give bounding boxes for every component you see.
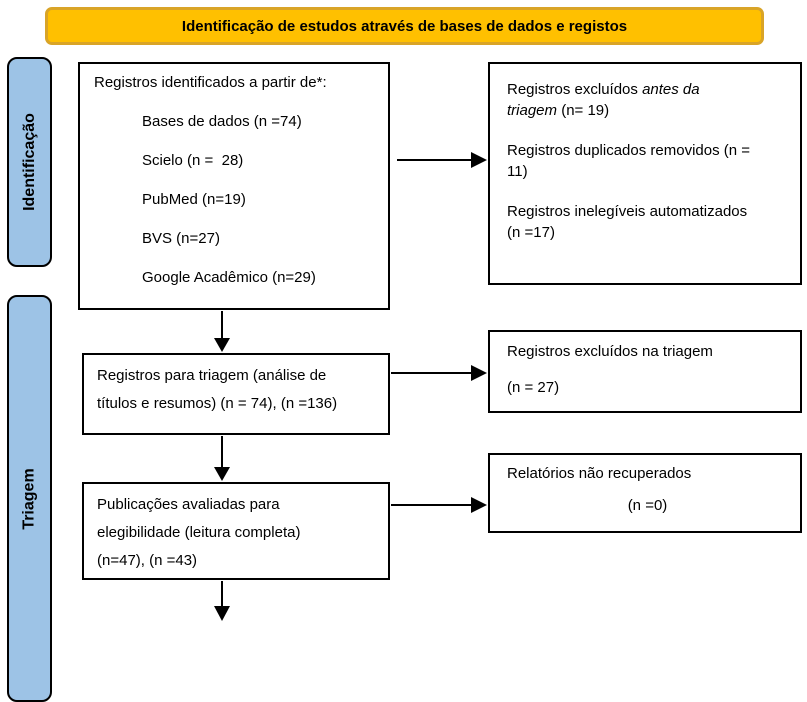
- stage-label-triagem-text: Triagem: [20, 467, 38, 530]
- source-item-bases: Bases de dados (n =74): [142, 113, 302, 130]
- stage-label-identificacao: Identificação: [7, 57, 52, 267]
- excluded-before-prefix: Registros excluídos: [507, 81, 643, 98]
- excluded-screening-line1: Registros excluídos na triagem: [507, 343, 713, 360]
- stage-label-triagem: Triagem: [7, 295, 52, 702]
- box-reports-assessed-eligibility: Publicações avaliadas para elegibilidade…: [82, 482, 390, 580]
- arrow-identified-to-screening: [214, 311, 230, 352]
- diagram-title-banner: Identificação de estudos através de base…: [45, 7, 764, 45]
- box-reports-not-retrieved: Relatórios não recuperados (n =0): [488, 453, 802, 533]
- excluded-before-line: Registros excluídos antes da triagem (n=…: [507, 79, 788, 121]
- arrow-identified-to-excluded-before: [397, 152, 487, 168]
- stage-label-identificacao-text: Identificação: [20, 113, 38, 211]
- ineligible-automated-line: Registros inelegíveis automatizados (n =…: [507, 203, 748, 241]
- excluded-screening-count: (n = 27): [507, 379, 560, 396]
- box-records-screened-text: Registros para triagem (análise de títul…: [97, 367, 338, 412]
- box-records-excluded-screening: Registros excluídos na triagem (n = 27): [488, 330, 802, 413]
- box-records-excluded-before-screening: Registros excluídos antes da triagem (n=…: [488, 62, 802, 285]
- not-retrieved-line1: Relatórios não recuperados: [507, 465, 692, 482]
- arrow-screening-to-eligibility: [214, 436, 230, 481]
- source-item-google: Google Acadêmico (n=29): [142, 269, 316, 286]
- box-records-identified: Registros identificados a partir de*: Ba…: [78, 62, 390, 310]
- box-records-identified-title: Registros identificados a partir de*:: [94, 74, 327, 91]
- excluded-before-suffix: (n= 19): [557, 102, 610, 119]
- duplicates-removed-line: Registros duplicados removidos (n = 11): [507, 142, 751, 180]
- source-item-scielo: Scielo (n = 28): [142, 152, 244, 169]
- arrow-eligibility-to-not-retrieved: [391, 497, 487, 513]
- source-item-pubmed: PubMed (n=19): [142, 191, 246, 208]
- arrow-screening-to-excluded-screening: [391, 365, 487, 381]
- not-retrieved-count: (n =0): [627, 497, 668, 514]
- diagram-title: Identificação de estudos através de base…: [181, 17, 628, 35]
- source-item-bvs: BVS (n=27): [142, 230, 220, 247]
- excluded-before-italic: antes da triagem: [507, 81, 700, 119]
- box-records-screened: Registros para triagem (análise de títul…: [82, 353, 390, 435]
- arrow-eligibility-down-continuation: [214, 581, 230, 621]
- box-reports-assessed-text: Publicações avaliadas para elegibilidade…: [97, 496, 301, 569]
